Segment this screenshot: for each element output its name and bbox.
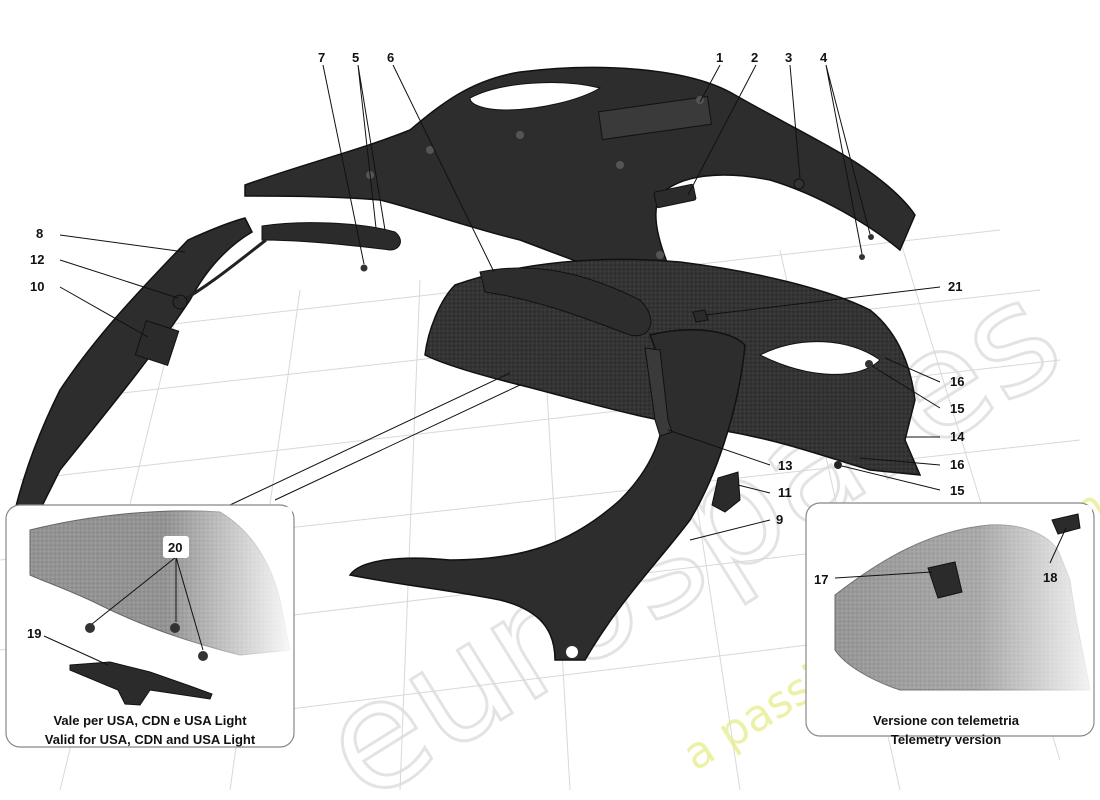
inset-left-caption-line2: Valid for USA, CDN and USA Light: [45, 732, 256, 747]
callout-15a: 15: [950, 401, 964, 416]
callout-4: 4: [820, 50, 828, 65]
callout-3: 3: [785, 50, 792, 65]
part-1-rear-upper-panel: [244, 66, 916, 286]
callout-16b: 16: [950, 457, 964, 472]
callout-16a: 16: [950, 374, 964, 389]
part-19-bracket: [69, 661, 213, 706]
callout-17: 17: [814, 572, 828, 587]
leader-lines: [59, 64, 941, 541]
callout-14: 14: [950, 429, 965, 444]
part-7-screw: [360, 264, 368, 272]
callout-13: 13: [778, 458, 792, 473]
part-5-grab-handle: [261, 222, 401, 251]
inset-usa-version: 20 19 Vale per USA, CDN e USA Light Vali…: [5, 504, 295, 748]
callout-11: 11: [778, 485, 792, 500]
callout-7: 7: [318, 50, 325, 65]
callout-9: 9: [776, 512, 783, 527]
part-17-telemetry-mount: [927, 561, 963, 599]
part-9-arch-trim: [348, 329, 746, 661]
callout-21: 21: [948, 279, 962, 294]
part-15-grommet-lower: [834, 461, 842, 469]
inset-right-caption-line2: Telemetry version: [891, 732, 1001, 747]
callout-2: 2: [751, 50, 758, 65]
part-12-cable: [179, 238, 267, 304]
part-2-bracket: [653, 183, 697, 209]
callout-15b: 15: [950, 483, 964, 498]
part-20-bolts: [85, 623, 208, 661]
inset-left-caption-line1: Vale per USA, CDN e USA Light: [53, 713, 247, 728]
part-3-fastener: [793, 178, 805, 190]
callout-8: 8: [36, 226, 43, 241]
part-4-plug-b: [859, 254, 865, 260]
part-16-screw-lower: [846, 455, 863, 463]
callout-18: 18: [1043, 570, 1057, 585]
callout-5: 5: [352, 50, 359, 65]
part-18-clip: [1051, 513, 1081, 535]
inset-right-caption-line1: Versione con telemetria: [873, 713, 1020, 728]
callout-12: 12: [30, 252, 44, 267]
part-8-pillar-trim: [14, 217, 253, 511]
part-16-screw-upper: [877, 352, 893, 360]
callout-labels: 1 2 3 4 7 5 6 8 12 10 21 16 15 14 16 15 …: [30, 50, 965, 527]
part-21-fastener: [692, 309, 709, 323]
part-13-strap: [644, 347, 673, 437]
callout-10: 10: [30, 279, 44, 294]
callout-1: 1: [716, 50, 723, 65]
part-10-cover: [134, 319, 180, 367]
callout-19: 19: [27, 626, 41, 641]
part-4-plug-a: [868, 234, 874, 240]
part-15-grommet-upper: [865, 360, 873, 368]
inset-telemetry-version: 17 18 Versione con telemetria Telemetry …: [805, 502, 1095, 747]
part-6-trim-frame: [479, 267, 652, 337]
callout-20: 20: [168, 540, 182, 555]
callout-6: 6: [387, 50, 394, 65]
part-11-clip: [711, 471, 741, 513]
